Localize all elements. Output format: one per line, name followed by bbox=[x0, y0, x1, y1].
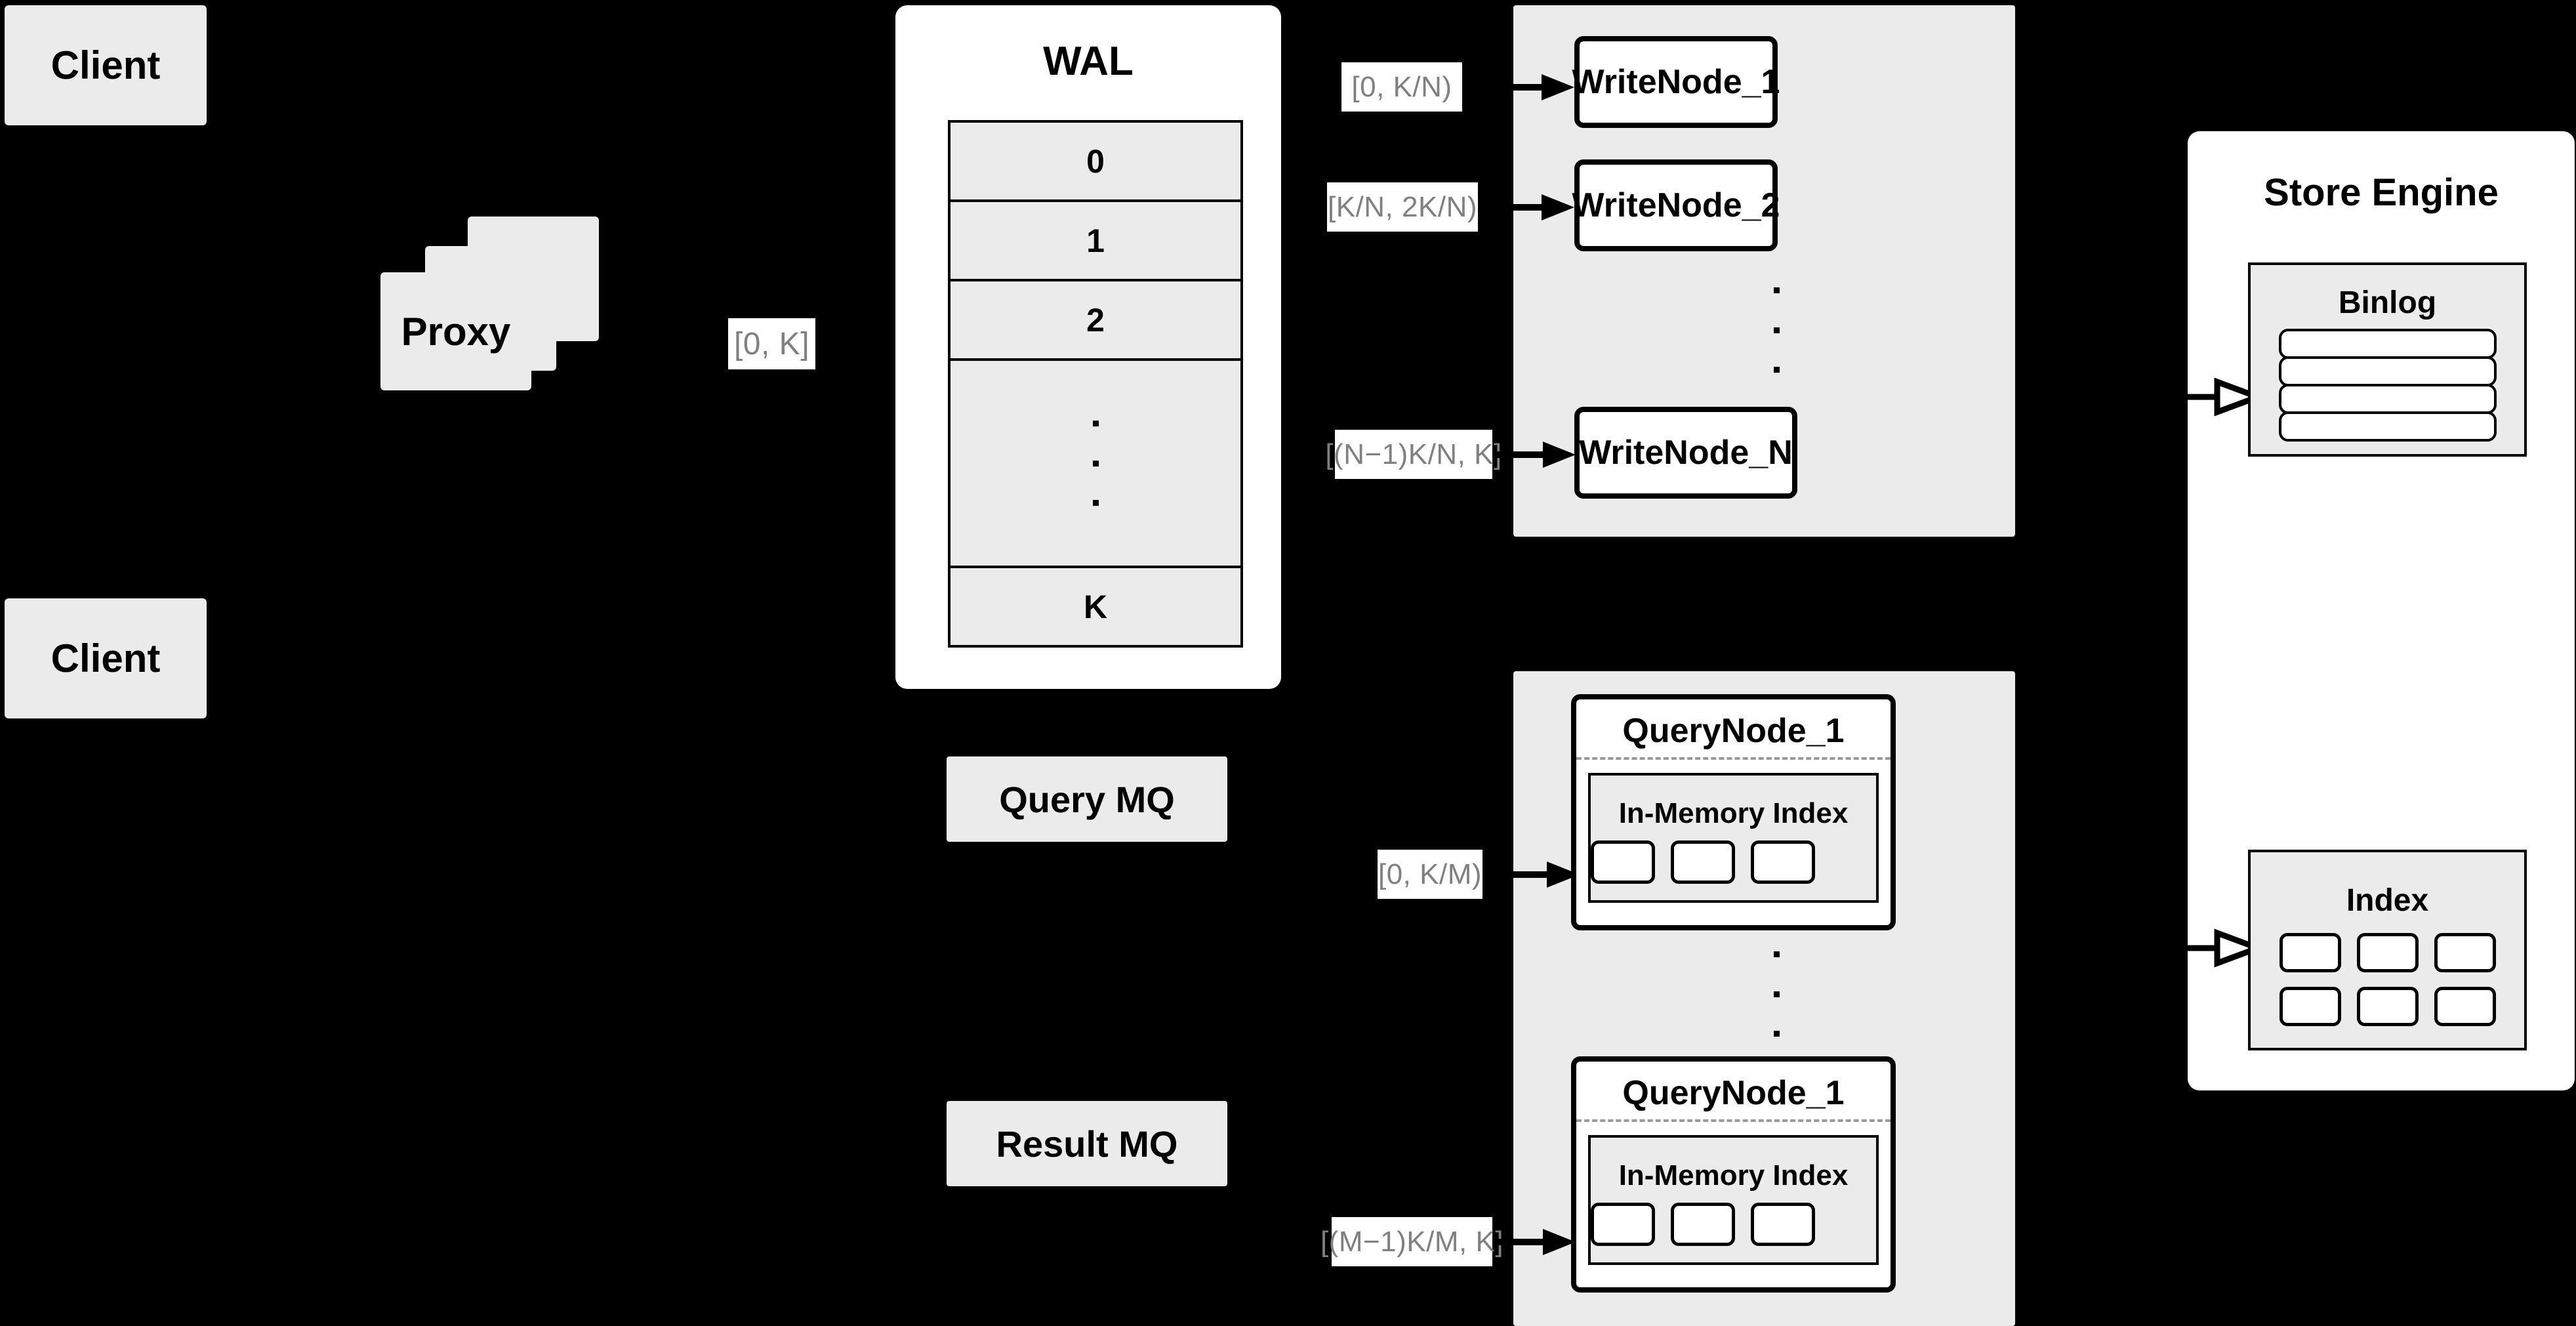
index-segment[interactable] bbox=[1751, 840, 1815, 884]
wal-row[interactable]: 1 bbox=[948, 202, 1243, 281]
store-index-title: Index bbox=[2346, 882, 2429, 918]
wal-row[interactable]: 0 bbox=[948, 120, 1243, 202]
write-node-box-1[interactable]: WriteNode_1 bbox=[1572, 36, 1780, 128]
query-range-label-1: [0, K/M) bbox=[1378, 850, 1482, 899]
dot bbox=[1092, 421, 1099, 426]
dot bbox=[1773, 1031, 1780, 1037]
write-arrow-1 bbox=[1466, 74, 1574, 100]
index-segment[interactable] bbox=[1671, 1203, 1735, 1246]
client-box-2[interactable]: Client bbox=[5, 598, 207, 718]
in-memory-index-title-1: In-Memory Index bbox=[1618, 797, 1849, 829]
write-node-box-2[interactable]: WriteNode_2 bbox=[1572, 159, 1780, 251]
binlog-row[interactable] bbox=[2278, 356, 2497, 386]
index-segment[interactable] bbox=[1591, 840, 1655, 884]
write-node-label-n: WriteNode_N bbox=[1579, 434, 1793, 472]
binlog-title: Binlog bbox=[2338, 285, 2437, 320]
query-arrow-m bbox=[1494, 1229, 1576, 1255]
binlog-box: Binlog bbox=[2248, 262, 2527, 457]
index-segment[interactable] bbox=[1751, 1203, 1815, 1246]
write-node-label-2: WriteNode_2 bbox=[1572, 186, 1780, 224]
store-index-cell[interactable] bbox=[2434, 932, 2496, 972]
write-group-vertical-dots bbox=[1772, 287, 1781, 373]
result-mq-box[interactable]: Result MQ bbox=[947, 1101, 1227, 1186]
proxy-label: Proxy bbox=[401, 309, 511, 354]
dot bbox=[1773, 367, 1780, 373]
store-engine-title: Store Engine bbox=[2264, 171, 2499, 214]
binlog-row[interactable] bbox=[2278, 411, 2497, 442]
client-box-1[interactable]: Client bbox=[5, 5, 207, 125]
index-segment[interactable] bbox=[1671, 840, 1735, 884]
in-memory-index-title-m: In-Memory Index bbox=[1618, 1159, 1849, 1191]
write-range-label-1: [0, K/N) bbox=[1341, 62, 1462, 112]
dot bbox=[1092, 460, 1099, 466]
wal-row[interactable]: 2 bbox=[948, 281, 1243, 361]
result-mq-label: Result MQ bbox=[996, 1123, 1178, 1165]
proxy-range-label: [0, K] bbox=[728, 318, 815, 369]
wal-rows: 0 1 2 K bbox=[948, 120, 1243, 648]
wal-row-ellipsis bbox=[948, 361, 1243, 568]
write-node-label-1: WriteNode_1 bbox=[1572, 63, 1780, 101]
store-index-cell[interactable] bbox=[2279, 986, 2341, 1026]
write-arrow-2 bbox=[1479, 194, 1574, 220]
binlog-row[interactable] bbox=[2278, 383, 2497, 414]
store-index-cell[interactable] bbox=[2279, 932, 2341, 972]
in-memory-index-1: In-Memory Index bbox=[1588, 773, 1879, 903]
index-segment[interactable] bbox=[1591, 1203, 1655, 1246]
store-index-cell[interactable] bbox=[2356, 932, 2419, 972]
dot bbox=[1773, 951, 1780, 957]
wal-vertical-dots bbox=[1092, 421, 1099, 506]
query-node-divider-1 bbox=[1576, 757, 1891, 760]
query-node-box-1[interactable]: QueryNode_1 In-Memory Index bbox=[1571, 694, 1896, 930]
query-mq-label: Query MQ bbox=[999, 778, 1175, 820]
write-range-label-2: [K/N, 2K/N) bbox=[1327, 182, 1478, 232]
client-label-2: Client bbox=[51, 636, 161, 680]
wal-panel: WAL 0 1 2 K bbox=[895, 5, 1281, 689]
in-memory-index-m: In-Memory Index bbox=[1588, 1135, 1879, 1265]
store-index-box: Index bbox=[2248, 850, 2527, 1050]
query-node-label-1: QueryNode_1 bbox=[1622, 712, 1845, 750]
index-arrow bbox=[2179, 928, 2266, 968]
write-node-box-n[interactable]: WriteNode_N bbox=[1574, 407, 1797, 499]
query-mq-box[interactable]: Query MQ bbox=[947, 756, 1227, 842]
dot bbox=[1092, 500, 1099, 506]
query-node-box-m[interactable]: QueryNode_1 In-Memory Index bbox=[1571, 1056, 1896, 1293]
write-arrow-n bbox=[1494, 442, 1576, 468]
query-node-divider-m bbox=[1576, 1119, 1891, 1122]
proxy-stack[interactable]: Proxy bbox=[380, 217, 669, 433]
query-range-label-m: [(M−1)K/M, K] bbox=[1320, 1217, 1503, 1266]
binlog-row[interactable] bbox=[2278, 328, 2497, 359]
wal-title: WAL bbox=[1043, 39, 1134, 84]
query-group-vertical-dots bbox=[1772, 951, 1781, 1037]
binlog-arrow bbox=[2179, 377, 2266, 417]
dot bbox=[1773, 327, 1780, 333]
dot bbox=[1773, 287, 1780, 293]
proxy-card-front[interactable]: Proxy bbox=[380, 272, 531, 390]
wal-row[interactable]: K bbox=[948, 568, 1243, 648]
dot bbox=[1773, 991, 1780, 997]
query-arrow-1 bbox=[1484, 861, 1580, 888]
store-index-cell[interactable] bbox=[2434, 986, 2496, 1026]
store-index-cell[interactable] bbox=[2356, 986, 2419, 1026]
write-range-label-n: [(N−1)K/N, K] bbox=[1325, 430, 1502, 479]
query-node-label-m: QueryNode_1 bbox=[1622, 1074, 1845, 1112]
client-label-1: Client bbox=[51, 43, 161, 87]
